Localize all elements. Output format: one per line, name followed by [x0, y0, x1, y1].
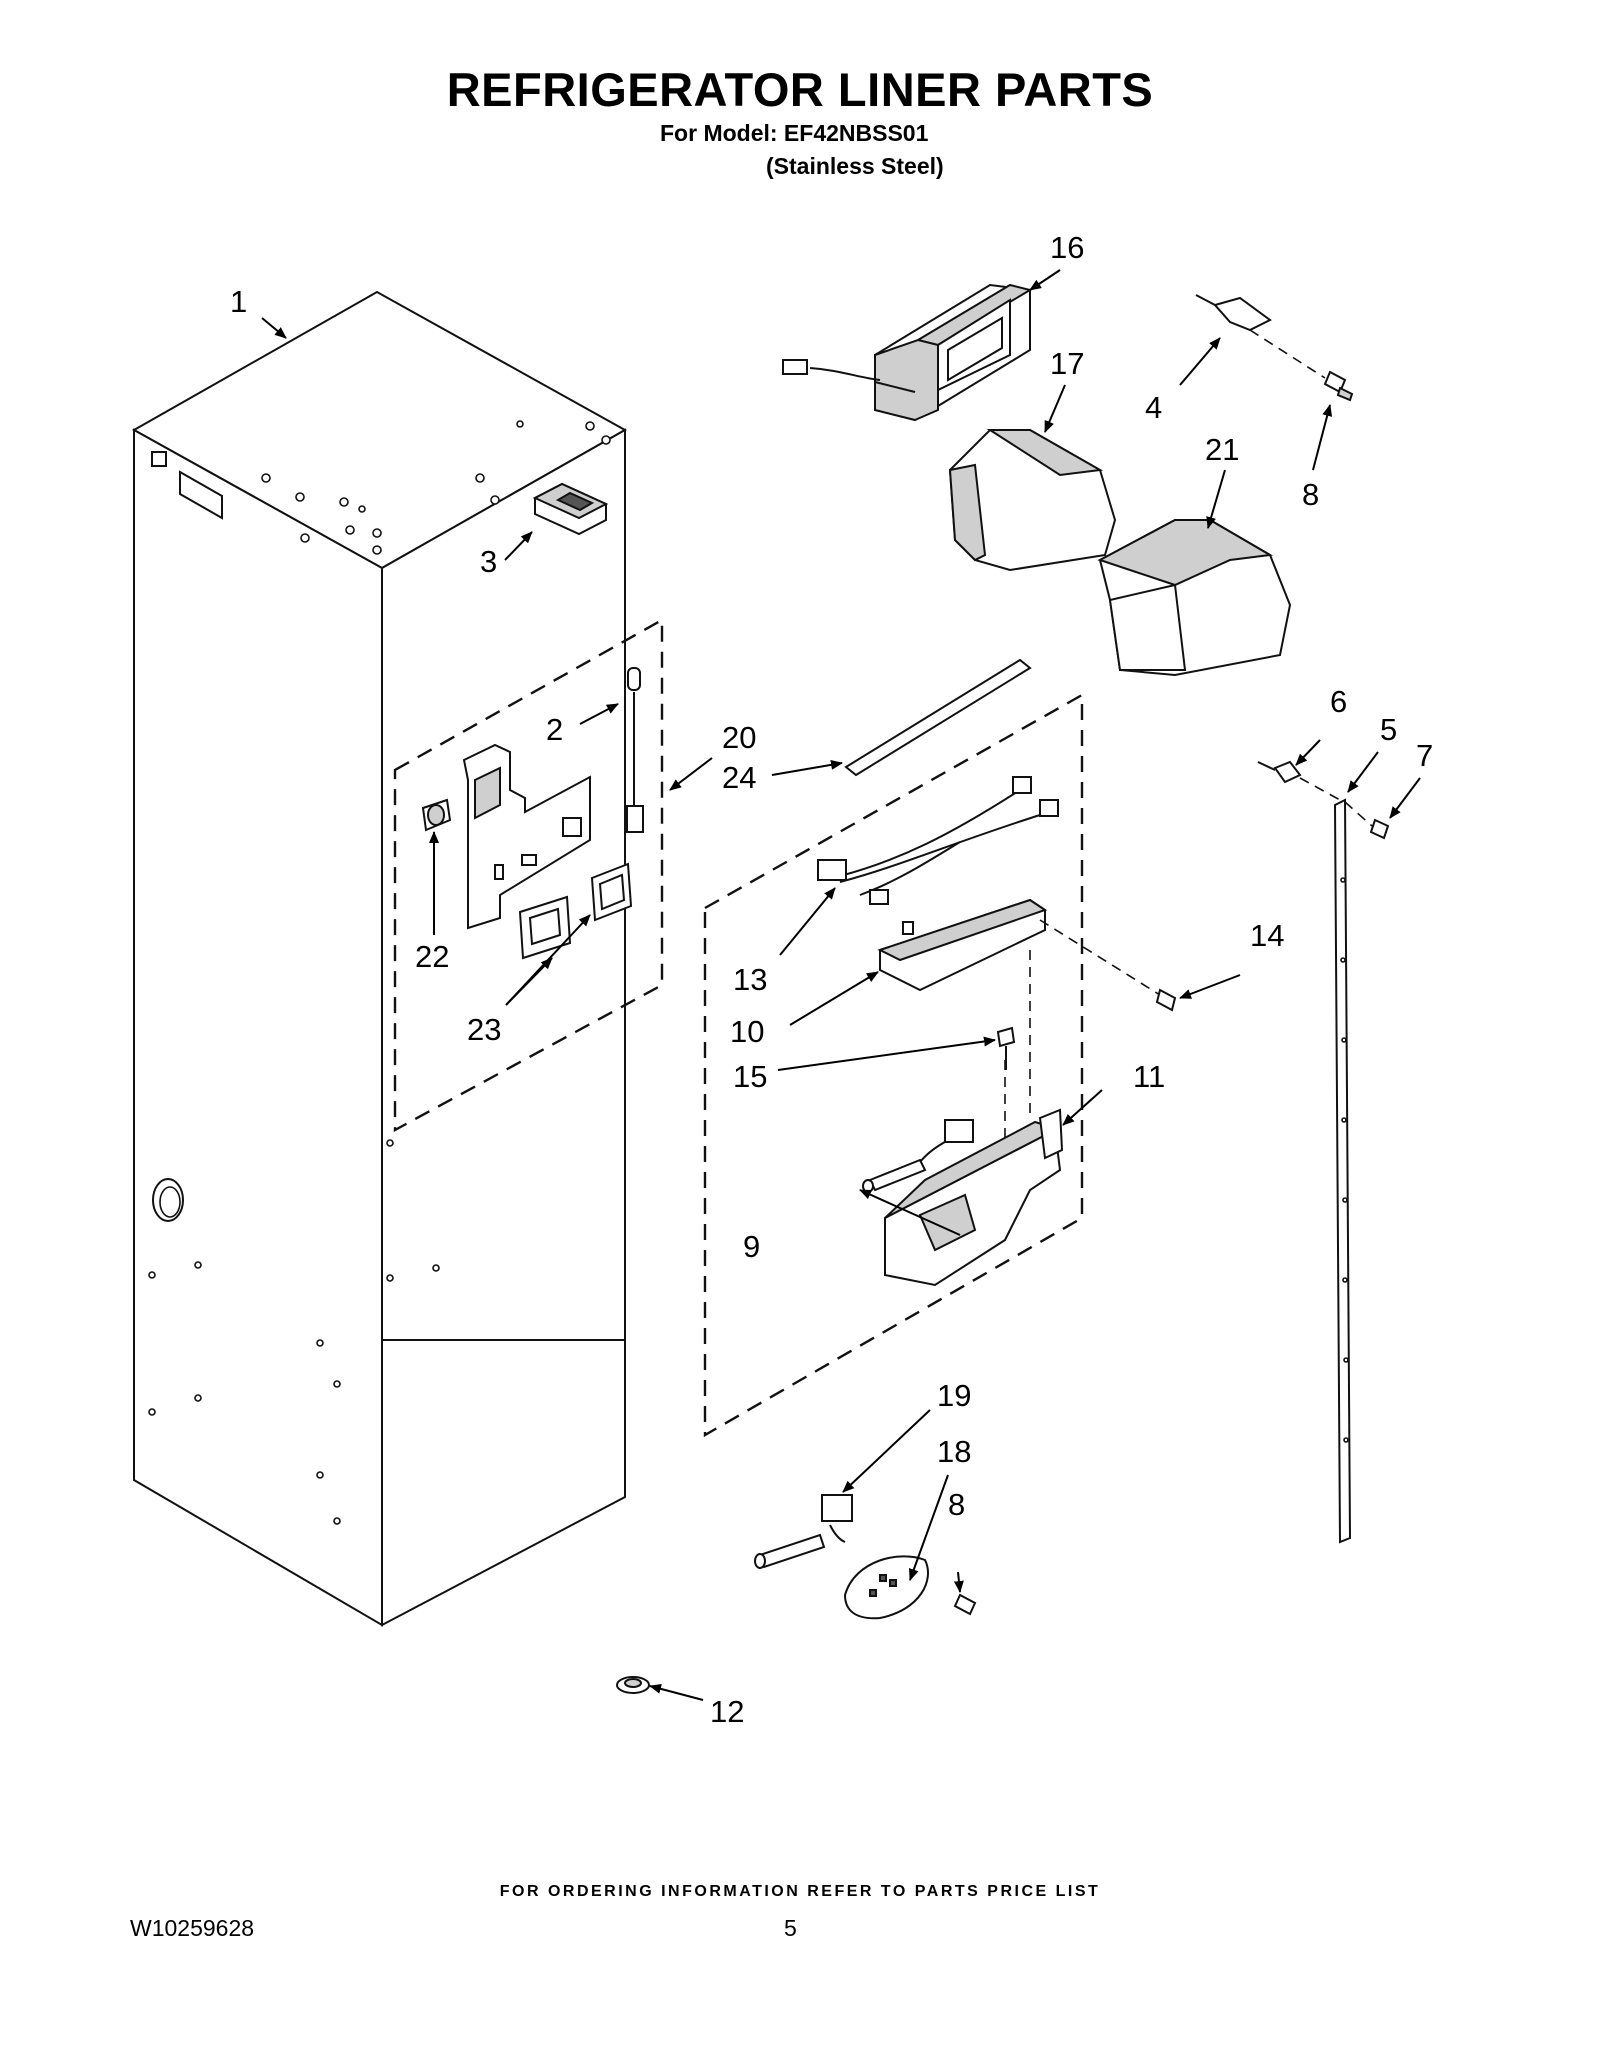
callout-18: 18: [937, 1434, 971, 1469]
leader-lines: [261, 269, 1421, 1701]
callout-5: 5: [1380, 712, 1397, 747]
callout-7: 7: [1416, 738, 1433, 773]
screw-top: [1323, 370, 1354, 402]
page-number: 5: [784, 1915, 797, 1941]
page-title: REFRIGERATOR LINER PARTS: [446, 63, 1154, 116]
callout-17: 17: [1050, 346, 1084, 381]
callout-15: 15: [733, 1059, 767, 1094]
seal-left: [518, 895, 572, 960]
callout-3: 3: [480, 544, 497, 579]
screw-vertical: [996, 1026, 1016, 1070]
vent-insert: [532, 482, 609, 536]
mounting-rail: [1333, 798, 1352, 1544]
callout-10: 10: [730, 1014, 764, 1049]
callout-23: 23: [467, 1012, 501, 1047]
callout-19: 19: [937, 1378, 971, 1413]
thermistor: [862, 1119, 974, 1193]
hole-plug: [616, 1676, 650, 1694]
callout-8: 8: [1302, 477, 1319, 512]
callout-12: 12: [710, 1694, 744, 1729]
callout-11: 11: [1133, 1059, 1165, 1094]
screw-rail: [1369, 818, 1390, 840]
callout-22: 22: [415, 939, 449, 974]
control-bracket: [462, 743, 591, 930]
callout-4: 4: [1145, 390, 1162, 425]
callout-1: 1: [230, 284, 247, 319]
control-board: [877, 898, 1048, 992]
seal-right: [590, 862, 633, 922]
callout-9: 9: [743, 1229, 760, 1264]
finish-line: (Stainless Steel): [766, 153, 944, 179]
callout-labels: 1 2 3 4 5 6 7 8 9 10 11 12 13 14 15 16 1…: [230, 230, 1433, 1729]
callout-20: 20: [722, 720, 756, 755]
callout-8-bottom: 8: [948, 1487, 965, 1522]
callout-16: 16: [1050, 230, 1084, 265]
wire-harness: [817, 776, 1059, 905]
light-lens: [843, 1555, 929, 1620]
grommet-square: [421, 798, 452, 832]
callout-6: 6: [1330, 684, 1347, 719]
callout-13: 13: [733, 962, 767, 997]
screw-bottom: [953, 1593, 977, 1616]
rail-fastener: [1257, 760, 1302, 784]
foam-strip: [844, 658, 1032, 777]
callout-24: 24: [722, 760, 756, 795]
callout-21: 21: [1205, 432, 1239, 467]
model-line: For Model: EF42NBSS01: [660, 120, 929, 146]
document-number: W10259628: [130, 1915, 255, 1941]
callout-2: 2: [546, 712, 563, 747]
screw-control: [1155, 988, 1177, 1012]
liner-cabinet: [131, 290, 628, 1627]
ordering-note: FOR ORDERING INFORMATION REFER TO PARTS …: [499, 1883, 1101, 1900]
callout-14: 14: [1250, 918, 1284, 953]
sensor-wire: [626, 667, 644, 833]
duct-cover-upper: [948, 429, 1117, 572]
control-housing: [884, 1108, 1064, 1287]
sensor-probe: [754, 1494, 853, 1569]
light-housing: [782, 283, 1033, 422]
mounting-clip: [1195, 294, 1272, 332]
duct-cover-lower: [1097, 519, 1292, 677]
